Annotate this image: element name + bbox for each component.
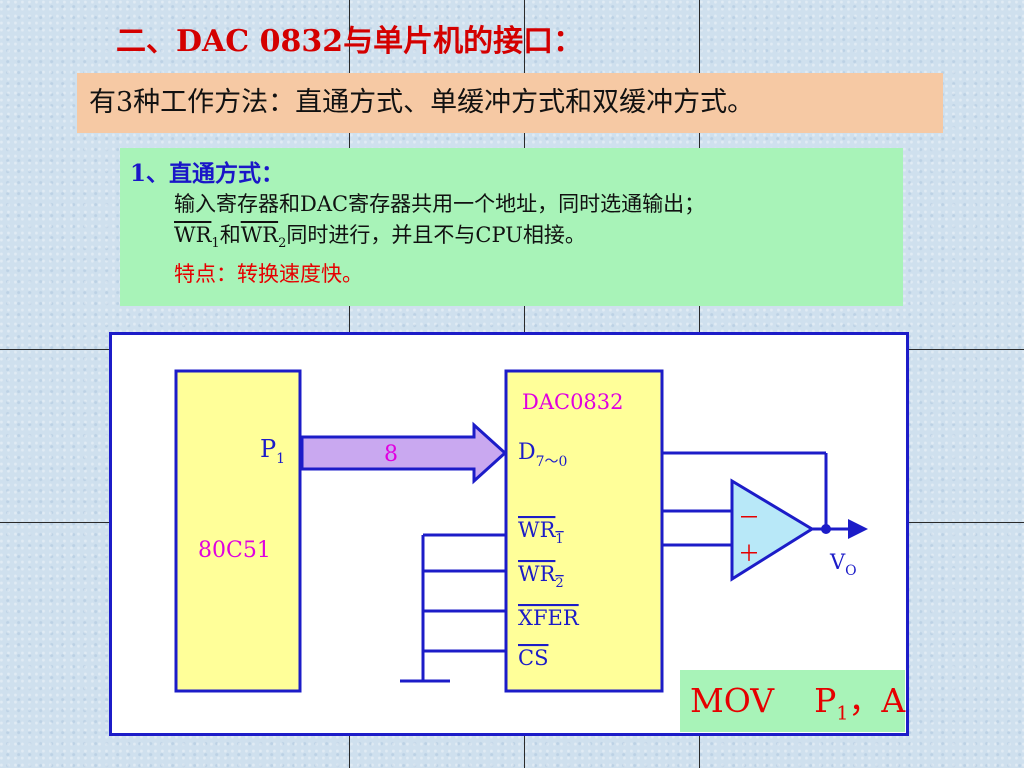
pin-wr1-name: WR xyxy=(518,518,557,542)
pin-wr1: WR1 xyxy=(518,518,564,547)
instruction-mnemonic: MOV xyxy=(690,681,775,720)
direct-mode-box: 1、直通方式： 输入寄存器和DAC寄存器共用一个地址，同时选通输出； WR1和W… xyxy=(120,148,903,306)
output-arrow-head xyxy=(848,519,868,539)
instruction-register-sub: 1 xyxy=(836,702,849,725)
pin-cs: CS xyxy=(518,646,548,670)
description-line-1: 输入寄存器和DAC寄存器共用一个地址，同时选通输出； xyxy=(174,192,706,216)
instruction-operand-rest: ，A xyxy=(848,681,906,720)
instruction-box: MOV P1，A xyxy=(680,670,905,732)
opamp-minus: － xyxy=(738,506,760,531)
and-text: 和 xyxy=(219,223,241,247)
line-2-rest: 同时进行，并且不与CPU相接。 xyxy=(286,223,586,247)
port-label: P1 xyxy=(260,435,285,467)
opamp xyxy=(730,478,815,582)
wr-signal-2: WR xyxy=(240,223,279,247)
circuit-diagram: 80C51 P1 8 DAC0832 D7～0 WR1 WR2 XFER CS xyxy=(109,332,909,736)
wr2-sub: 2 xyxy=(278,236,287,252)
mcu-chip xyxy=(174,369,302,693)
output-node xyxy=(821,524,831,534)
slide-title: 二、DAC 0832与单片机的接口： xyxy=(116,24,584,59)
data-pin-letter: D xyxy=(518,440,536,465)
data-pin-label: D7～0 xyxy=(518,440,567,470)
dac-chip xyxy=(504,369,664,693)
data-pin-sub: 7～0 xyxy=(536,454,568,470)
feature-line: 特点：转换速度快。 xyxy=(174,262,363,287)
pin-xfer: XFER xyxy=(518,606,580,630)
intro-banner: 有3种工作方法：直通方式、单缓冲方式和双缓冲方式。 xyxy=(77,73,943,133)
pin-wr2-name: WR xyxy=(518,562,557,586)
output-letter: V xyxy=(829,550,846,574)
dac-label: DAC0832 xyxy=(522,390,624,414)
opamp-plus: ＋ xyxy=(738,542,760,567)
wr1-sub: 1 xyxy=(211,236,220,252)
description-line-2: WR1和WR2同时进行，并且不与CPU相接。 xyxy=(130,220,903,259)
port-sub: 1 xyxy=(276,451,285,467)
pin-wr2: WR2 xyxy=(518,562,564,591)
instruction-register: P xyxy=(814,681,837,720)
data-bus-arrow xyxy=(300,421,508,485)
wr-signal: WR xyxy=(174,223,212,247)
circuit-svg: 80C51 P1 8 DAC0832 D7～0 WR1 WR2 XFER CS xyxy=(174,369,868,693)
pin-wr1-sub: 1 xyxy=(555,532,563,547)
output-sub: O xyxy=(845,563,856,579)
ground-wiring xyxy=(400,533,506,683)
section-heading: 1、直通方式： xyxy=(130,160,285,187)
pin-wr2-sub: 2 xyxy=(555,576,563,591)
output-label: VO xyxy=(829,550,857,579)
mcu-label: 80C51 xyxy=(198,538,271,563)
bus-width-label: 8 xyxy=(384,442,398,467)
port-letter: P xyxy=(260,435,276,463)
